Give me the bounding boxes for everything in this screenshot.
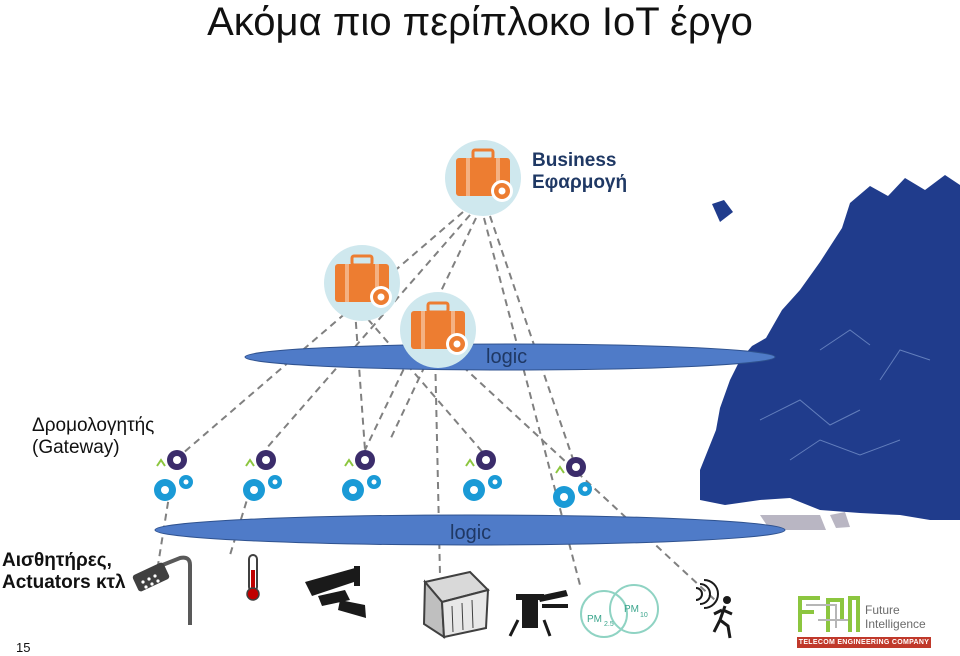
business-app-icon xyxy=(445,140,521,216)
europe-map xyxy=(700,175,960,530)
waste-container-icon xyxy=(422,570,490,639)
edge-logic-label: logic xyxy=(450,522,492,544)
pm25-sub: 2.5 xyxy=(604,621,614,628)
pm-sensor-icon: PM 2.5 PM 10 xyxy=(580,584,659,638)
cloud-logic-label: logic xyxy=(486,346,528,368)
gear-cluster-icon xyxy=(463,450,502,501)
sensors-label: Αισθητήρες, Actuators κτλ xyxy=(2,550,126,594)
business-app-label: Business Εφαρμογή xyxy=(532,150,627,194)
logo-line1: Future xyxy=(865,603,900,617)
slide-title: Ακόμα πιο περίπλοκο IoT έργο xyxy=(207,0,753,44)
gear-cluster-icon xyxy=(243,450,282,501)
logo-tagline: TELECOM ENGINEERING COMPANY xyxy=(797,637,931,648)
cloud-app-icon-1 xyxy=(324,245,400,321)
gear-cluster-icon xyxy=(553,457,592,508)
gateway-label: Δρομολογητής (Gateway) xyxy=(32,415,154,459)
gateway-line1: Δρομολογητής xyxy=(32,415,155,436)
pm10-label: PM xyxy=(624,604,639,615)
gateway-line2: (Gateway) xyxy=(32,437,120,458)
gear-cluster-icon xyxy=(154,450,193,501)
business-app-line2: Εφαρμογή xyxy=(532,172,628,193)
business-app-line1: Business xyxy=(532,150,617,171)
thermometer-icon xyxy=(246,554,260,601)
pm10-sub: 10 xyxy=(640,612,648,619)
slide-number: 15 xyxy=(16,640,31,655)
sensors-line2: Actuators κτλ xyxy=(2,572,126,593)
water-hydrant-icon xyxy=(508,590,568,637)
logo-line2: Intelligence xyxy=(865,617,926,631)
logo-text: Future Intelligence xyxy=(865,603,926,631)
motion-sensor-icon xyxy=(695,579,733,639)
edge-logic-ellipse xyxy=(154,514,786,546)
sensors-line1: Αισθητήρες, xyxy=(2,550,112,571)
company-logo xyxy=(798,596,860,632)
gear-cluster-icon xyxy=(342,450,381,501)
pm25-label: PM xyxy=(587,614,602,625)
street-light-icon xyxy=(132,555,192,625)
cloud-app-icon-2 xyxy=(400,292,476,368)
cloud-logic-ellipse xyxy=(244,343,776,371)
cctv-camera-icon xyxy=(305,566,366,618)
